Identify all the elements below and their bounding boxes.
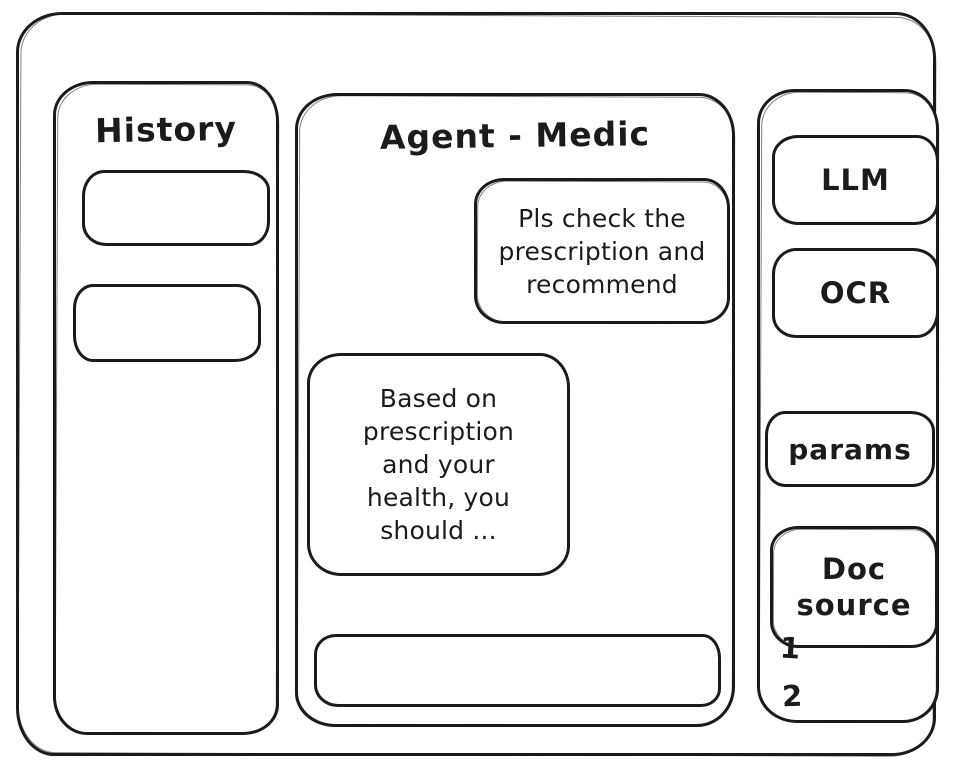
app-frame: History Agent - Medic Pls check the pres… [16,12,939,756]
params-button-label: params [788,432,912,466]
history-item[interactable] [82,170,270,246]
user-message-text: Pls check the prescription and recommend [498,203,706,299]
chat-panel: Agent - Medic Pls check the prescription… [295,93,735,727]
ocr-button-label: OCR [819,275,892,310]
llm-button-label: LLM [821,162,890,197]
agent-message-bubble: Based on prescription and your health, y… [307,353,570,576]
doc-source-item-1[interactable]: 1 [779,630,802,666]
agent-message-text: Based on prescription and your health, y… [362,384,515,545]
message-input[interactable] [314,634,721,707]
params-button[interactable]: params [765,411,935,487]
history-title: History [94,108,238,151]
llm-button[interactable]: LLM [772,135,939,225]
tools-panel: LLM OCR params Doc source 1 2 [757,89,939,723]
history-panel: History [53,81,279,735]
user-message-bubble: Pls check the prescription and recommend [474,178,730,324]
doc-source-item-2[interactable]: 2 [781,678,803,714]
chat-title: Agent - Medic [379,114,651,157]
history-item[interactable] [73,284,261,362]
doc-source-button-label: Doc source [796,551,912,622]
doc-source-button[interactable]: Doc source [770,526,938,648]
ocr-button[interactable]: OCR [772,248,939,338]
